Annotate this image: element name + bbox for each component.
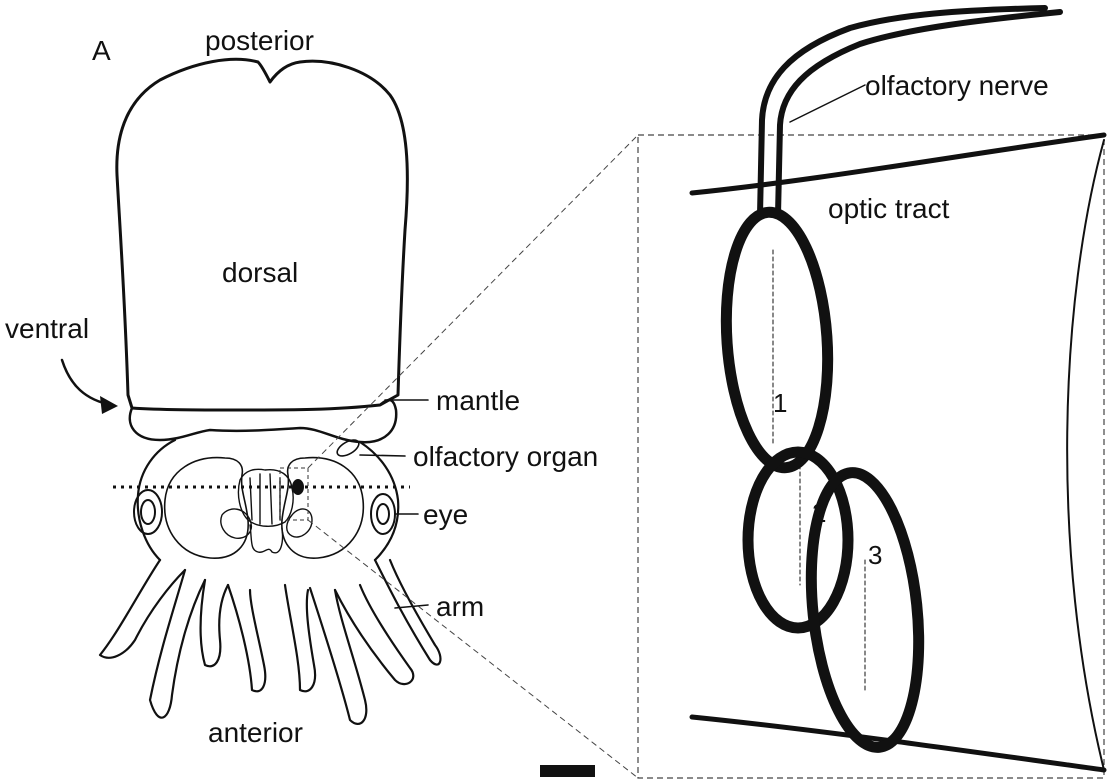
cuttlefish-drawing bbox=[62, 59, 440, 724]
brain-left-lobe bbox=[165, 458, 249, 559]
label-posterior: posterior bbox=[205, 25, 314, 56]
label-mantle: mantle bbox=[436, 385, 520, 416]
ventral-arrow bbox=[62, 360, 112, 405]
zoom-line-bottom bbox=[308, 520, 638, 778]
optic-lobe-curve bbox=[1067, 140, 1104, 770]
olfactory-organ-leader bbox=[360, 455, 405, 456]
lobule-2-label: 2 bbox=[812, 498, 826, 528]
label-optic-tract: optic tract bbox=[828, 193, 950, 224]
lobule-1-label: 1 bbox=[773, 388, 787, 418]
lobule-3-label: 3 bbox=[868, 540, 882, 570]
arms bbox=[100, 560, 440, 724]
zoom-line-top bbox=[308, 135, 638, 468]
label-anterior: anterior bbox=[208, 717, 303, 748]
label-eye: eye bbox=[423, 499, 468, 530]
mantle-outline bbox=[117, 59, 408, 410]
inset-frame bbox=[638, 135, 1104, 778]
panel-label: A bbox=[92, 35, 111, 66]
right-eye bbox=[371, 494, 395, 534]
brain-right-lobe bbox=[282, 458, 364, 559]
label-ventral: ventral bbox=[5, 313, 89, 344]
scale-bar bbox=[540, 765, 595, 777]
brain-base bbox=[221, 509, 312, 553]
label-olfactory-nerve: olfactory nerve bbox=[865, 70, 1049, 101]
central-brain bbox=[238, 469, 293, 526]
olfactory-nerve-outer bbox=[760, 8, 1045, 215]
lobule-1 bbox=[718, 209, 836, 471]
optic-tract-top bbox=[692, 135, 1104, 193]
inset-detail bbox=[692, 8, 1104, 770]
olfactory-nerve-leader bbox=[790, 85, 865, 122]
label-olfactory-organ: olfactory organ bbox=[413, 441, 598, 472]
label-dorsal: dorsal bbox=[222, 257, 298, 288]
label-arm: arm bbox=[436, 591, 484, 622]
ventral-arrowhead bbox=[100, 396, 118, 414]
